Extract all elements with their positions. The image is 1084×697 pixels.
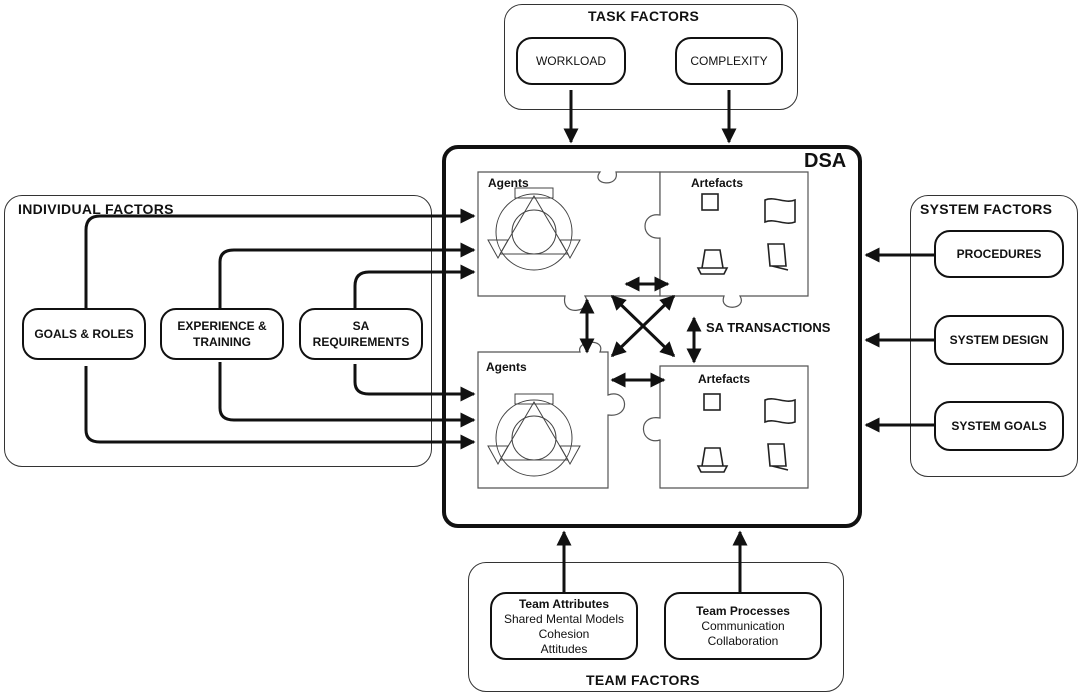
- computer-icon: [767, 443, 789, 471]
- team-factors-title: TEAM FACTORS: [586, 672, 700, 688]
- artefacts-top-label: Artefacts: [691, 176, 744, 190]
- team-processes-line-2: Collaboration: [707, 634, 779, 648]
- team-arrows: [556, 530, 748, 596]
- artefacts-bottom-label: Artefacts: [698, 372, 751, 386]
- sa-requirements-bottom-arrow: [353, 364, 476, 402]
- sa-transactions-label: SA TRANSACTIONS: [706, 320, 831, 335]
- team-attributes-heading: Team Attributes: [518, 596, 609, 611]
- agents-top-label: Agents: [488, 176, 529, 190]
- artefacts-bottom-icons: [696, 393, 796, 473]
- task-arrows: [563, 90, 737, 144]
- monitor-icon: [703, 393, 721, 411]
- document-icon: [764, 398, 796, 424]
- system-goals-node: SYSTEM GOALS: [934, 401, 1064, 451]
- laptop-icon: [696, 447, 729, 473]
- agents-bottom-schematic: [487, 393, 581, 477]
- team-attributes-node: Team Attributes Shared Mental Models Coh…: [490, 592, 638, 660]
- task-factors-title: TASK FACTORS: [588, 8, 700, 24]
- laptop-icon: [696, 249, 729, 275]
- experience-training-top-arrow: [218, 242, 476, 316]
- artefacts-top-icons: [696, 193, 796, 275]
- dsa-title: DSA: [804, 150, 847, 172]
- sa-requirements-node: SA REQUIREMENTS: [299, 308, 423, 360]
- team-processes-node: Team Processes Communication Collaborati…: [664, 592, 822, 660]
- experience-label: EXPERIENCE &: [177, 319, 267, 333]
- system-design-node: SYSTEM DESIGN: [934, 315, 1064, 365]
- team-attributes-line-2: Cohesion: [538, 626, 590, 641]
- computer-icon: [767, 243, 789, 271]
- system-design-label: SYSTEM DESIGN: [949, 333, 1049, 347]
- sa-transaction-arrows: [579, 276, 702, 388]
- procedures-node: PROCEDURES: [934, 230, 1064, 278]
- team-attributes-line-1: Shared Mental Models: [503, 611, 625, 626]
- system-factors-title: SYSTEM FACTORS: [920, 201, 1053, 217]
- complexity-node: COMPLEXITY: [675, 37, 783, 85]
- requirements-label: REQUIREMENTS: [312, 335, 410, 349]
- agents-top-schematic: [487, 187, 581, 271]
- agents-bottom-label: Agents: [486, 360, 527, 374]
- workload-label: WORKLOAD: [535, 54, 606, 68]
- goals-roles-bottom-arrow: [84, 366, 476, 450]
- individual-arrows: [84, 208, 476, 450]
- team-attributes-line-3: Attitudes: [540, 641, 588, 656]
- system-arrows: [864, 247, 934, 433]
- sa-label: SA: [352, 319, 370, 333]
- transaction-diagonal-up: [610, 294, 676, 358]
- team-processes-heading: Team Processes: [696, 604, 790, 618]
- puzzle-piece-artefacts-bottom: [642, 365, 809, 489]
- monitor-icon: [701, 193, 719, 211]
- training-label: TRAINING: [192, 335, 251, 349]
- sa-requirements-top-arrow: [353, 264, 476, 308]
- complexity-label: COMPLEXITY: [690, 54, 768, 68]
- goals-roles-node: GOALS & ROLES: [22, 308, 146, 360]
- goals-roles-label: GOALS & ROLES: [34, 327, 134, 341]
- system-goals-label: SYSTEM GOALS: [951, 419, 1047, 433]
- experience-training-bottom-arrow: [218, 362, 476, 428]
- document-icon: [764, 198, 796, 224]
- puzzle-piece-artefacts-top: [644, 171, 809, 308]
- goals-roles-top-arrow: [84, 208, 476, 312]
- team-processes-line-1: Communication: [701, 619, 785, 633]
- individual-factors-title: INDIVIDUAL FACTORS: [18, 201, 174, 217]
- workload-node: WORKLOAD: [516, 37, 626, 85]
- procedures-label: PROCEDURES: [956, 247, 1042, 261]
- experience-training-node: EXPERIENCE & TRAINING: [160, 308, 284, 360]
